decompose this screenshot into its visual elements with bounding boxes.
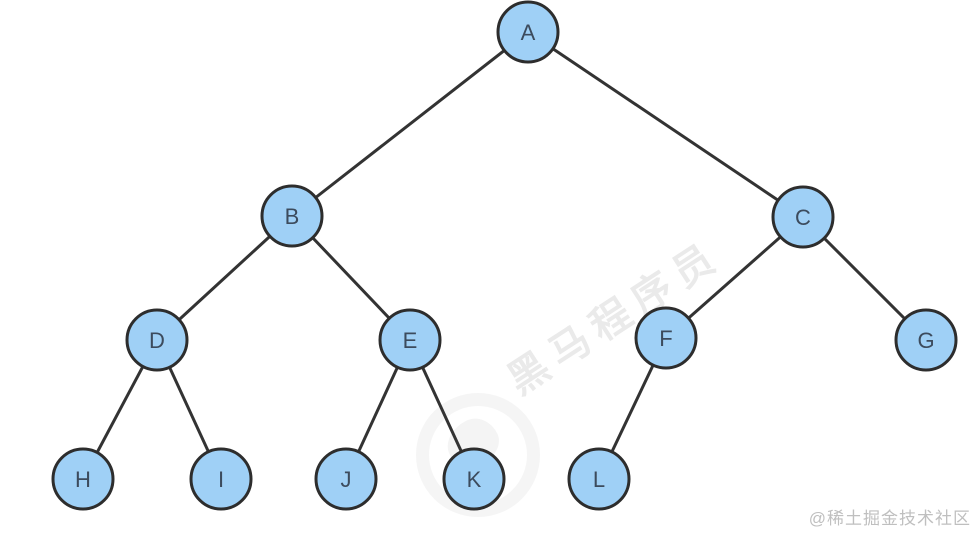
node-label-C: C — [795, 205, 811, 230]
node-label-B: B — [285, 204, 300, 229]
tree-node-G: G — [894, 308, 958, 372]
node-circle-E — [378, 308, 442, 372]
node-label-A: A — [521, 20, 536, 45]
community-credit-watermark: @稀土掘金技术社区 — [808, 509, 971, 528]
tree-node-C: C — [771, 185, 835, 249]
node-circle-K — [442, 447, 506, 511]
node-label-J: J — [341, 467, 352, 492]
node-label-F: F — [659, 326, 672, 351]
node-circle-F — [634, 306, 698, 370]
node-circle-J — [314, 447, 378, 511]
tree-node-D: D — [125, 308, 189, 372]
node-label-I: I — [218, 467, 224, 492]
tree-node-H: H — [51, 447, 115, 511]
tree-node-F: F — [634, 306, 698, 370]
node-circle-H — [51, 447, 115, 511]
node-label-L: L — [593, 467, 605, 492]
node-circle-G — [894, 308, 958, 372]
tree-node-B: B — [260, 184, 324, 248]
node-label-G: G — [917, 328, 934, 353]
node-label-E: E — [403, 328, 418, 353]
node-circle-C — [771, 185, 835, 249]
tree-node-L: L — [567, 447, 631, 511]
tree-edge-A-C — [527, 30, 804, 219]
node-circle-I — [189, 447, 253, 511]
node-circle-D — [125, 308, 189, 372]
tree-node-A: A — [496, 0, 560, 64]
node-label-K: K — [467, 467, 482, 492]
node-circle-A — [496, 0, 560, 64]
tree-edge-A-B — [291, 30, 529, 218]
node-label-H: H — [75, 467, 91, 492]
tree-node-J: J — [314, 447, 378, 511]
node-circle-B — [260, 184, 324, 248]
node-label-D: D — [149, 328, 165, 353]
tree-node-E: E — [378, 308, 442, 372]
tree-node-K: K — [442, 447, 506, 511]
tree-node-I: I — [189, 447, 253, 511]
node-circle-L — [567, 447, 631, 511]
